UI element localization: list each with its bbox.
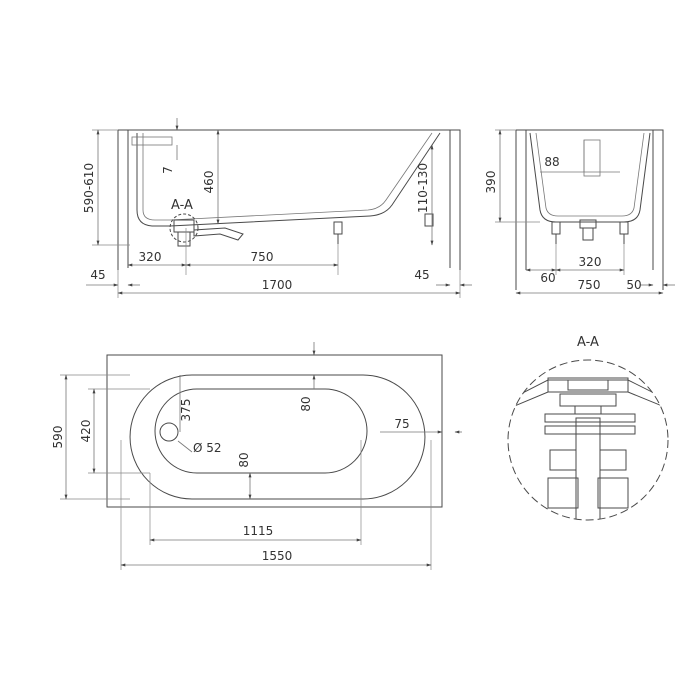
side-view: 590-610 7 460 110-130 A-A 320 750 [82, 118, 472, 298]
end-dim-waste: 88 [540, 140, 620, 173]
side-margin-left-label: 45 [90, 268, 105, 282]
end-overflow [583, 139, 601, 177]
end-shell [529, 132, 651, 223]
plan-dim-inner-length: 1115 [149, 440, 362, 545]
plan-drain-offset-label: 375 [179, 399, 193, 422]
bath-shell-inner [142, 132, 433, 221]
end-dim-foot-offset: 60 [525, 268, 557, 285]
plan-width-label: 590 [51, 426, 65, 449]
end-waste [579, 219, 597, 241]
end-shell-inner [535, 132, 645, 217]
plan-dim-drain-offset: 375 [179, 375, 193, 432]
end-rim-label: 50 [626, 278, 641, 292]
end-foot-spacing-label: 320 [579, 255, 602, 269]
plan-outer-rect [106, 354, 443, 508]
end-width-label: 750 [578, 278, 601, 292]
plan-rim-bottom-label: 80 [237, 452, 251, 467]
plan-dim-outer-length: 1550 [120, 440, 432, 570]
plan-inner-width-label: 420 [79, 420, 93, 443]
overflow-box [131, 136, 173, 146]
dim-length: 1700 [117, 270, 461, 298]
side-rim-label: 7 [161, 166, 175, 174]
end-height-label: 390 [484, 171, 498, 194]
plan-view: Ø 52 375 80 80 75 590 [51, 342, 462, 570]
plan-drain: Ø 52 [159, 422, 222, 455]
bath-outer-profile [117, 129, 461, 270]
side-margin-right-label: 45 [414, 268, 429, 282]
side-depth-label: 460 [202, 171, 216, 194]
plan-dim-rim-bottom: 80 [237, 452, 252, 500]
end-feet [551, 221, 629, 244]
dim-height: 590-610 [82, 129, 130, 246]
end-foot-offset-label: 60 [540, 271, 555, 285]
end-view: 88 390 60 320 750 50 [484, 129, 675, 295]
plan-basin-outline [154, 388, 368, 474]
end-dim-rim: 50 [626, 278, 675, 292]
plan-outer-length-label: 1550 [262, 549, 293, 563]
side-feet-label: 110-130 [416, 163, 430, 213]
detail-contents [508, 377, 668, 520]
detail-circle [507, 359, 669, 521]
waste-trap [169, 213, 244, 247]
end-outer-profile [515, 129, 664, 290]
side-height-label: 590-610 [82, 163, 96, 213]
end-dim-width: 750 [515, 278, 664, 295]
dim-depth: 460 [202, 129, 220, 225]
end-dim-height: 390 [484, 129, 540, 223]
section-label: A-A [171, 198, 193, 213]
plan-rim-right-label: 75 [394, 417, 409, 431]
end-dim-foot-spacing: 320 [555, 255, 625, 272]
plan-inner-length-label: 1115 [243, 524, 274, 538]
dim-margin-right: 45 [414, 268, 472, 287]
detail-title: A-A [577, 335, 599, 350]
side-offset-left-label: 320 [139, 250, 162, 264]
side-length-label: 1700 [262, 278, 293, 292]
detail-view: A-A [507, 335, 669, 521]
dim-offset-left: 320 [127, 250, 187, 267]
side-span-label: 750 [251, 250, 274, 264]
dim-margin-left: 45 [86, 268, 140, 287]
dim-feet: 110-130 [416, 144, 434, 246]
end-waste-label: 88 [544, 155, 559, 169]
plan-rim-top-label: 80 [299, 396, 313, 411]
bath-feet [333, 213, 434, 244]
plan-rim-outline [129, 374, 426, 500]
dim-rim: 7 [161, 118, 179, 174]
plan-dim-inner-width: 420 [79, 388, 150, 474]
plan-dim-rim-right: 75 [380, 417, 462, 434]
plan-dim-width: 590 [51, 374, 130, 500]
plan-drain-diameter-label: Ø 52 [193, 441, 222, 455]
dim-span: 750 [185, 250, 339, 267]
plan-dim-rim-top: 80 [299, 342, 316, 412]
